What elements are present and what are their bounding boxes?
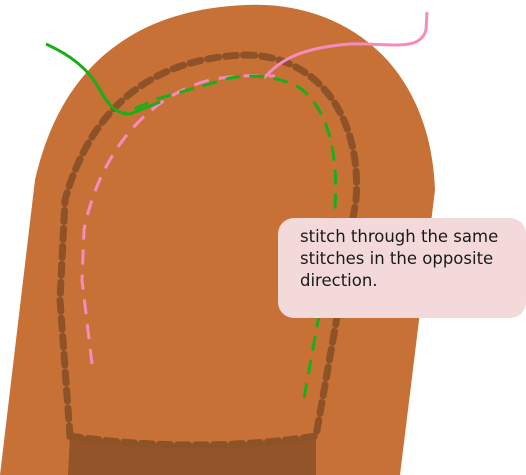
instruction-callout: stitch through the same stitches in the …: [278, 218, 526, 318]
instruction-text: stitch through the same stitches in the …: [300, 227, 499, 290]
green-thread-stitches: [121, 74, 338, 399]
stitch-hole-line: [56, 51, 361, 449]
leather-piece: [0, 4, 435, 475]
pink-thread-tail: [262, 11, 429, 79]
green-thread-tail: [45, 42, 161, 116]
